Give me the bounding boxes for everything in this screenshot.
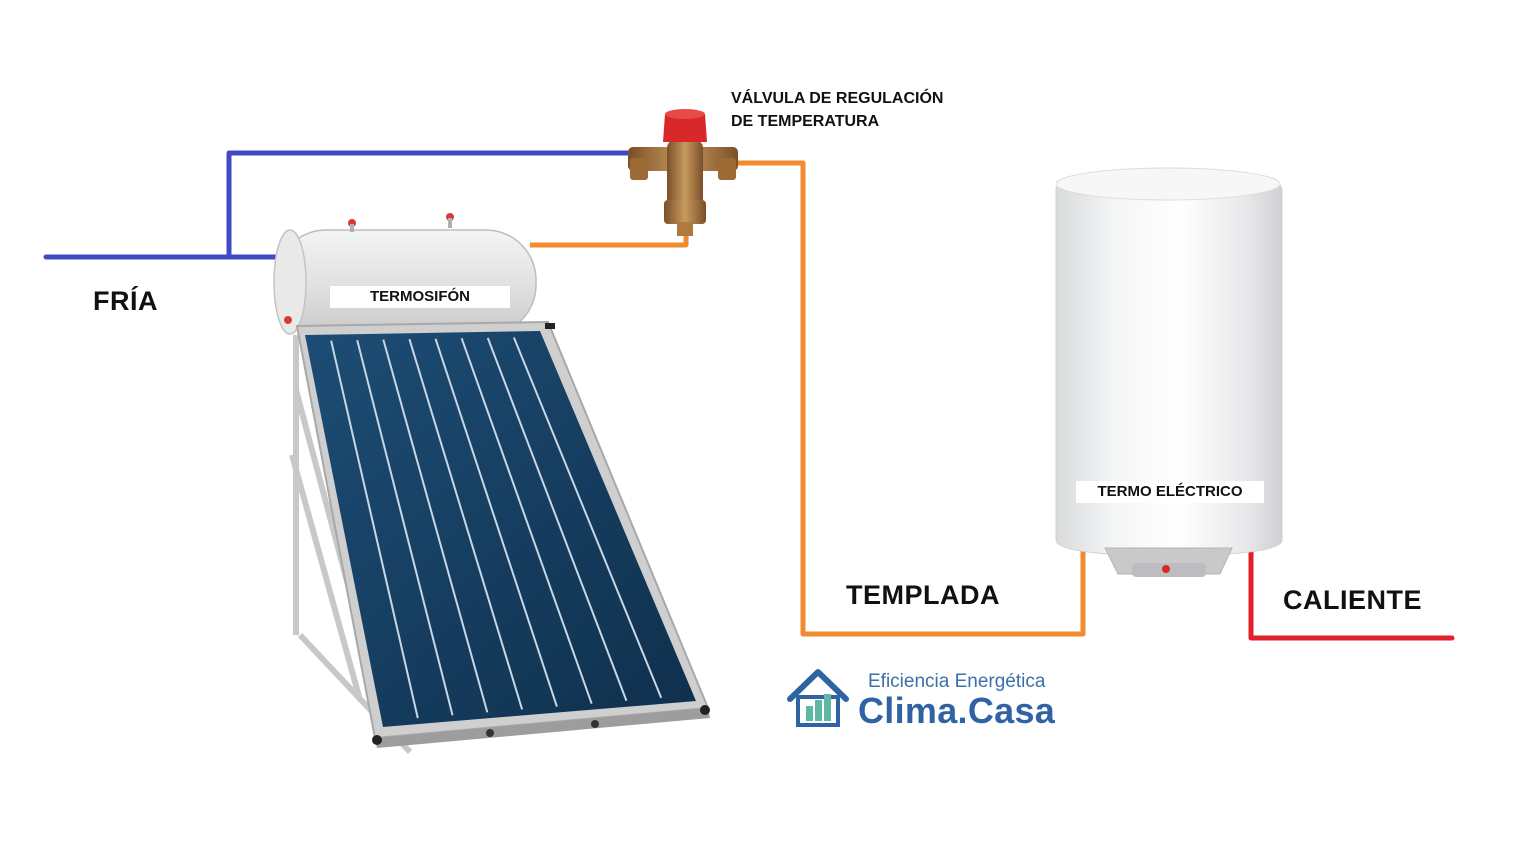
valve-label: VÁLVULA DE REGULACIÓN DE TEMPERATURA bbox=[731, 87, 943, 133]
house-chart-icon bbox=[790, 672, 846, 725]
thermosiphon-label: TERMOSIFÓN bbox=[330, 286, 510, 308]
warm-water-label: TEMPLADA bbox=[846, 580, 1000, 611]
hot-water-label: CALIENTE bbox=[1283, 585, 1422, 616]
temperature-valve bbox=[628, 109, 738, 236]
electric-water-heater bbox=[1056, 168, 1282, 577]
cold-water-label: FRÍA bbox=[93, 286, 158, 317]
valve-label-line-2: DE TEMPERATURA bbox=[731, 110, 943, 133]
valve-label-line-1: VÁLVULA DE REGULACIÓN bbox=[731, 87, 943, 110]
brand-name: Clima.Casa bbox=[858, 690, 1055, 732]
electric-heater-label: TERMO ELÉCTRICO bbox=[1076, 481, 1264, 503]
